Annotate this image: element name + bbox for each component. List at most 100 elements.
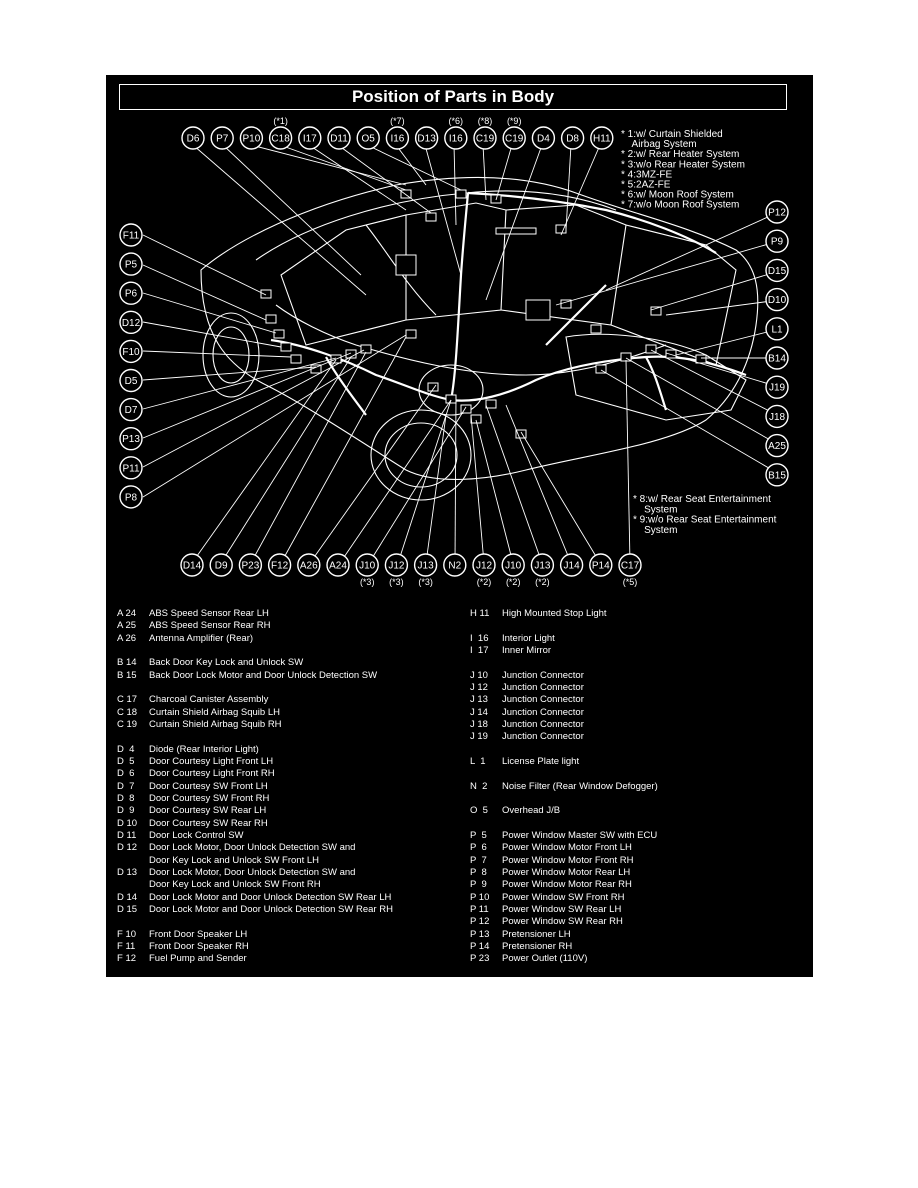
callout-circle	[119, 456, 143, 480]
note-line: * 5:2AZ-FE	[621, 180, 671, 191]
callout-n2: N2	[443, 553, 467, 577]
callout-label: P5	[125, 260, 138, 271]
part-code: D 9	[117, 805, 135, 817]
callout-b14: B14	[765, 346, 789, 370]
part-code: J 19	[470, 731, 488, 743]
part-code: P 7	[470, 854, 487, 866]
note-line: * 2:w/ Rear Heater System	[621, 149, 739, 160]
part-name: Junction Connector	[502, 731, 584, 743]
part-name: Door Courtesy SW Rear RH	[149, 817, 268, 829]
callout-circle	[238, 553, 263, 577]
callout-label: D14	[183, 561, 202, 572]
part-code: J 10	[470, 669, 488, 681]
callout-circle	[298, 126, 322, 150]
callout-label: I17	[303, 134, 317, 145]
callout-label: O5	[362, 134, 376, 145]
callout-note: (*3)	[389, 577, 404, 587]
callout-label: A24	[329, 561, 347, 572]
callout-circle	[501, 553, 525, 577]
part-code: P 14	[470, 940, 490, 952]
callout-p6: P6	[119, 281, 143, 305]
callout-d4: D4	[531, 126, 556, 150]
parts-list-item	[117, 731, 149, 743]
part-name: Charcoal Canister Assembly	[149, 694, 269, 706]
callout-circle	[119, 252, 143, 276]
part-name: Door Lock Motor, Door Unlock Detection S…	[149, 842, 356, 854]
part-code: A 25	[117, 620, 137, 632]
part-code: P 9	[470, 879, 487, 891]
note-line: System	[633, 525, 677, 536]
part-code: B 15	[117, 669, 137, 681]
callout-circle	[765, 317, 789, 341]
callout-circle	[384, 553, 409, 577]
callout-label: P11	[122, 463, 139, 474]
part-name: Interior Light	[502, 632, 555, 644]
callout-note: (*3)	[418, 577, 433, 587]
callout-label: I16	[449, 134, 463, 145]
callout-label: D13	[417, 134, 436, 145]
part-code: B 14	[117, 657, 137, 669]
callout-a26: A26	[297, 553, 321, 577]
callout-p8: P8	[119, 485, 143, 509]
callout-o5: O5	[356, 126, 380, 150]
callout-c19: C19	[473, 126, 497, 150]
callout-p11: P11	[119, 456, 143, 480]
callout-c18: C18	[268, 126, 293, 150]
callout-circle	[239, 126, 264, 150]
callout-label: C17	[621, 561, 640, 572]
callout-note: (*1)	[273, 116, 288, 126]
note-line: * 4:3MZ-FE	[621, 169, 672, 180]
callout-d13: D13	[414, 126, 439, 150]
part-name: Power Window Motor Front RH	[502, 854, 634, 866]
part-name: Back Door Lock Motor and Door Unlock Det…	[149, 669, 378, 681]
callout-label: D5	[125, 376, 138, 387]
callout-circle	[181, 126, 205, 150]
parts-list-item: D 9 Door Courtesy SW Rear LH	[117, 805, 266, 817]
callout-circle	[119, 281, 143, 305]
parts-list-item	[470, 768, 502, 780]
callout-note: (*5)	[623, 577, 638, 587]
part-name: License Plate light	[502, 755, 580, 767]
callout-note: (*9)	[507, 116, 522, 126]
part-name: ABS Speed Sensor Rear RH	[149, 620, 271, 632]
callout-label: J10	[359, 561, 376, 572]
note-line: * 6:w/ Moon Roof System	[621, 190, 734, 201]
callout-circle	[560, 126, 585, 150]
callout-circle	[119, 368, 143, 393]
part-name: Power Window SW Rear RH	[502, 916, 623, 928]
callout-d11: D11	[327, 126, 351, 150]
part-code: D 6	[117, 768, 135, 780]
callout-note: (*2)	[477, 577, 492, 587]
part-name: Door Courtesy Light Front LH	[149, 755, 274, 767]
parts-list-item	[470, 793, 502, 805]
part-name: Door Courtesy SW Rear LH	[149, 805, 267, 817]
callout-circle	[413, 553, 438, 577]
parts-list-item	[117, 645, 149, 657]
callout-p13: P13	[119, 427, 143, 451]
callout-circle	[765, 433, 789, 458]
part-name: Junction Connector	[502, 718, 584, 730]
part-code: D 7	[117, 780, 135, 792]
callout-circle	[765, 229, 789, 253]
callout-circle	[765, 258, 789, 283]
part-name: Fuel Pump and Sender	[149, 953, 247, 965]
part-code: J 14	[470, 706, 488, 718]
callout-i17: I17	[298, 126, 322, 150]
callout-circle	[765, 346, 789, 370]
callout-h11: H11	[590, 126, 614, 150]
part-code: P 6	[470, 842, 487, 854]
callout-circle	[326, 553, 350, 577]
